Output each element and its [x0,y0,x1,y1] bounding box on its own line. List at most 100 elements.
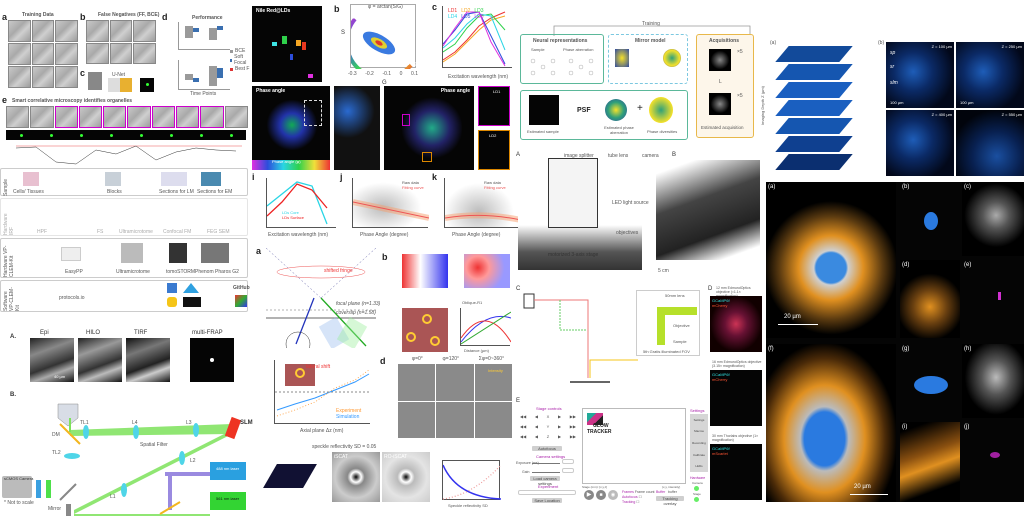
z-fast-right[interactable]: ▶▶ [569,434,576,439]
leds-button[interactable]: LEDs [695,464,703,469]
speckle-3d-diagram [256,454,322,510]
y-right[interactable]: ▶ [558,424,562,429]
tubulin-image-h: (h) [962,344,1024,418]
hardware-render-b [656,160,760,260]
depth-image-400: Z = 400 µm [886,110,954,176]
y-fast-left[interactable]: ◀◀ [520,424,527,429]
unet-label: U-Net [112,72,126,78]
optical-path-diagram [2,403,246,516]
time-points-label: Time Points [190,91,217,97]
phase-angle-image: Phase angle [252,86,330,160]
label-c: c [80,68,86,78]
phase-angle-image-2: Phase angle [384,86,474,170]
epi-image [30,338,74,382]
depth-image-550: Z = 550 µm [956,110,1024,176]
glow-tracker-gui: Stage controls ◀◀◀X▶▶▶ ◀◀◀Y▶▶▶ ◀◀◀Z▶▶▶ A… [516,406,708,506]
mitochondria-image-e: (e) [962,260,1024,338]
input-stack [88,72,102,90]
z-fast-left[interactable]: ◀◀ [520,434,527,439]
save-location-button[interactable]: Save Location [532,498,562,503]
experiment-path-input[interactable] [518,490,576,495]
phase-map-i [402,254,448,288]
unet-output [140,78,154,92]
x-left[interactable]: ◀ [534,414,538,419]
fringe-pattern-iv [402,308,448,352]
neural-aberration-figure: Training Neural representations Sample P… [514,18,758,140]
glow-optics-inset: 50mm lens Objective Sample 5th Gratis il… [636,290,700,356]
tracking-checkbox[interactable]: ☐ [636,500,640,504]
fiji-icon [167,283,177,293]
clem-row-hardware-irf: Hardware IRF HPF FS Ultramicrotome Confo… [0,198,248,236]
z-left[interactable]: ◀ [534,434,538,439]
clem-row-hardware-kit: Hardware VP-CLEM-Kit EasyPP Ultramicroto… [0,238,248,278]
smart-microscopy-figure: a Training Data b False Negatives (FF, B… [0,0,250,128]
python-icon [167,297,177,307]
load-camera-settings-button[interactable]: Load camera settings [530,476,560,486]
time-series-strip [6,106,248,128]
omero-icon [235,295,247,307]
z-right[interactable]: ▶ [557,434,562,439]
gain-slider[interactable] [532,472,560,473]
glow-optical-path [523,293,638,383]
calibrate-button[interactable]: Calibrate [692,452,705,457]
github-link[interactable]: GitHub [233,285,250,291]
false-negatives-title: False Negatives (FF, BCE) [98,12,160,18]
depth-image-250: Z = 250 µm 100 µm [956,42,1024,108]
napari-icon [183,283,199,293]
x-right[interactable]: ▶ [558,414,562,419]
excitation-spectra-plot [442,6,512,68]
mirror-model-box: Mirror model [608,34,688,84]
recording-button[interactable]: Recording [692,440,706,445]
detection-strip [6,130,246,140]
image-splitter-inset [548,158,598,228]
autofocus-button[interactable]: Autofocus [532,446,562,451]
x-fast-right[interactable]: ▶▶ [569,414,576,419]
macros-button[interactable]: Macros [694,429,704,434]
iscat-figure: a shifted fringe focal plane (n=1.33) co… [252,244,520,516]
label-b: b [80,12,86,22]
merged-cell-image-a: (a) 20 µm [766,182,896,338]
cell-fluorescence-figure: (a) 20 µm (b) (c) (d) (e) (f) 20 µm (g) … [766,182,1024,502]
play-button[interactable]: ▶ [584,490,594,500]
settings-button[interactable]: Settings [693,417,705,422]
snr-noise-plot [442,460,501,500]
nile-red-image: Nile Red@LDs [252,6,322,82]
label-e: e [2,95,8,105]
label-B: B. [10,392,16,398]
normalized-intensity-iii [460,308,511,346]
glow-tracker-logo-icon [587,413,603,425]
x-fast-left[interactable]: ◀◀ [520,414,527,419]
depth-stack [774,42,854,172]
exposure-slider[interactable] [532,463,560,464]
autofocus-checkbox[interactable]: ☐ [638,495,642,499]
gain-input[interactable] [562,468,574,473]
ld-inset-h: LD2 [478,130,510,170]
tirf-image [126,338,170,382]
mitochondria-image-j: (j) [962,422,1024,502]
ro-iscat-image: RO-iSCAT [382,452,430,502]
neural-representations-box: Neural representations Sample Phase aber… [520,34,604,84]
live-view-canvas[interactable]: GLOW TRACKER [582,408,686,484]
ld-area-scatter [444,178,521,228]
protocols-io-link[interactable]: protocols.io [59,295,85,301]
snapshot-camera-button[interactable]: ◉ [608,490,618,500]
stage-controls: ◀◀◀X▶▶▶ ◀◀◀Y▶▶▶ ◀◀◀Z▶▶▶ [520,414,576,439]
frap-optics-figure: A. Epi HILO TIRF multi-FRAP 40 µm B. TL1… [0,320,253,516]
stop-button[interactable]: ■ [596,490,606,500]
label-A: A. [10,334,16,340]
worm-image-1: GCaMP6f mCherry [710,296,762,352]
core-surface-spectra [266,178,336,228]
y-fast-right[interactable]: ▶▶ [569,424,576,429]
camera-status-led [694,486,699,491]
performance-recall-plot [178,60,230,90]
y-left[interactable]: ◀ [534,424,538,429]
unet-diagram [108,78,132,92]
lateral-shift-plot [274,360,371,424]
exposure-input[interactable] [562,459,574,464]
nucleus-image-g: (g) [900,344,960,418]
stage-status-led [694,497,699,502]
multi-frap-image [190,338,234,382]
tracking-overlay-button[interactable]: Tracking overlay [656,496,684,506]
tubulin-image-c: (c) [962,182,1024,256]
